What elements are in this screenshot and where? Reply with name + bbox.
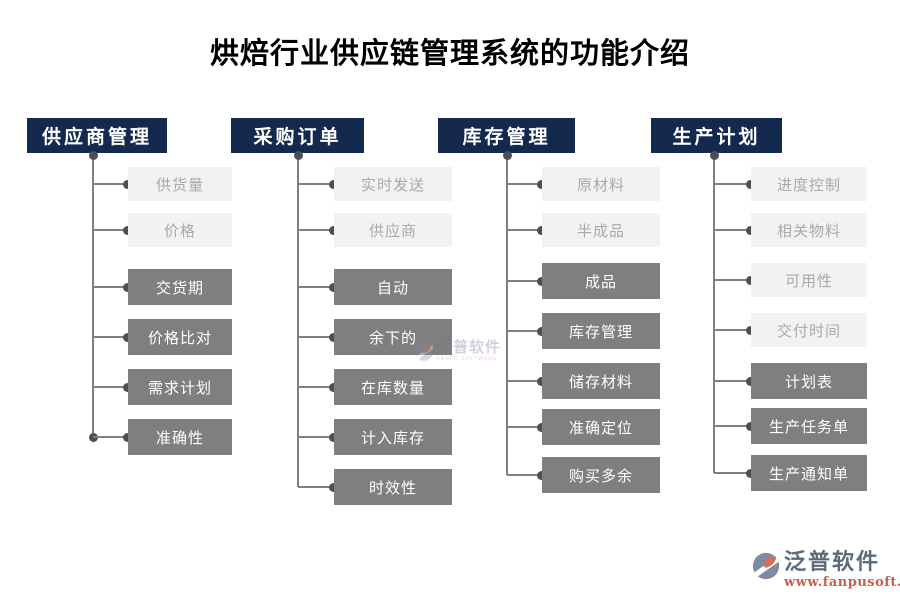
connector-top-dot xyxy=(293,150,303,160)
connector-trunk-line xyxy=(92,153,94,437)
footer-logo: 泛普软件 www.fanpusoft.com xyxy=(751,551,900,589)
connector-branch-line xyxy=(93,336,128,338)
connector-node-dot xyxy=(122,225,132,235)
connector-trunk-line xyxy=(506,153,508,475)
logo-text: 泛普软件 xyxy=(784,549,881,574)
connector-branch-line xyxy=(714,472,751,474)
connector-node-dot xyxy=(745,179,755,189)
node-box: 生产任务单 xyxy=(751,408,867,444)
column-header: 库存管理 xyxy=(438,118,575,153)
node-box: 库存管理 xyxy=(542,313,660,349)
page-title: 烘焙行业供应链管理系统的功能介绍 xyxy=(209,36,690,70)
column-header: 生产计划 xyxy=(651,118,782,153)
fanpu-logo-icon xyxy=(752,552,780,580)
connector-branch-line xyxy=(714,183,751,185)
connector-branch-line xyxy=(93,386,128,388)
connector-branch-line xyxy=(507,380,542,382)
node-box: 交货期 xyxy=(128,269,232,305)
connector-top-dot xyxy=(502,150,512,160)
connector-top-dot xyxy=(88,150,98,160)
connector-node-dot xyxy=(745,421,755,431)
connector-node-dot xyxy=(745,376,755,386)
connector-node-dot xyxy=(328,179,338,189)
connector-trunk-line xyxy=(297,153,299,487)
node-box: 储存材料 xyxy=(542,363,660,399)
connector-node-dot xyxy=(745,275,755,285)
connector-branch-line xyxy=(298,336,334,338)
connector-branch-line xyxy=(298,386,334,388)
connector-branch-line xyxy=(298,286,334,288)
connector-node-dot xyxy=(122,179,132,189)
connector-node-dot xyxy=(328,225,338,235)
logo-url: www.fanpusoft.com xyxy=(784,575,900,590)
watermark-subtext: FANPU SOFTWARE xyxy=(437,356,498,362)
connector-branch-line xyxy=(714,425,751,427)
node-box: 供货量 xyxy=(128,167,232,201)
connector-node-dot xyxy=(745,325,755,335)
connector-branch-line xyxy=(714,380,751,382)
connector-node-dot xyxy=(328,482,338,492)
node-box: 准确定位 xyxy=(542,409,660,445)
connector-branch-line xyxy=(507,280,542,282)
node-box: 进度控制 xyxy=(751,167,867,201)
connector-branch-line xyxy=(93,183,128,185)
connector-node-dot xyxy=(536,276,546,286)
connector-top-dot xyxy=(709,150,719,160)
connector-branch-line xyxy=(714,279,751,281)
connector-trunk-line xyxy=(713,153,715,473)
connector-branch-line xyxy=(507,426,542,428)
connector-node-dot xyxy=(328,282,338,292)
node-box: 成品 xyxy=(542,263,660,299)
connector-node-dot xyxy=(536,179,546,189)
connector-branch-line xyxy=(507,229,542,231)
connector-branch-line xyxy=(298,183,334,185)
connector-branch-line xyxy=(714,229,751,231)
node-box: 半成品 xyxy=(542,213,660,247)
connector-branch-line xyxy=(298,229,334,231)
node-box: 价格比对 xyxy=(128,319,232,355)
connector-branch-line xyxy=(93,229,128,231)
connector-node-dot xyxy=(745,225,755,235)
connector-node-dot xyxy=(536,376,546,386)
node-box: 可用性 xyxy=(751,263,867,297)
node-box: 购买多余 xyxy=(542,457,660,493)
connector-node-dot xyxy=(122,332,132,342)
node-box: 在库数量 xyxy=(334,369,452,405)
node-box: 时效性 xyxy=(334,469,452,505)
node-box: 交付时间 xyxy=(751,313,867,347)
column-header: 采购订单 xyxy=(231,118,364,153)
node-box: 余下的 xyxy=(334,319,452,355)
node-box: 价格 xyxy=(128,213,232,247)
connector-branch-line xyxy=(507,474,542,476)
connector-node-dot xyxy=(328,432,338,442)
node-box: 原材料 xyxy=(542,167,660,201)
connector-node-dot xyxy=(536,326,546,336)
connector-branch-line xyxy=(714,329,751,331)
connector-branch-line xyxy=(507,330,542,332)
connector-branch-line xyxy=(298,486,334,488)
node-box: 自动 xyxy=(334,269,452,305)
connector-node-dot xyxy=(536,470,546,480)
connector-node-dot xyxy=(122,282,132,292)
node-box: 相关物料 xyxy=(751,213,867,247)
connector-node-dot xyxy=(536,225,546,235)
node-box: 供应商 xyxy=(334,213,452,247)
connector-branch-line xyxy=(93,436,128,438)
node-box: 生产通知单 xyxy=(751,455,867,491)
node-box: 实时发送 xyxy=(334,167,452,201)
connector-node-dot xyxy=(122,382,132,392)
node-box: 计入库存 xyxy=(334,419,452,455)
node-box: 计划表 xyxy=(751,363,867,399)
node-box: 准确性 xyxy=(128,419,232,455)
connector-branch-line xyxy=(507,183,542,185)
connector-branch-line xyxy=(93,286,128,288)
node-box: 需求计划 xyxy=(128,369,232,405)
connector-node-dot xyxy=(536,422,546,432)
column-header: 供应商管理 xyxy=(27,118,167,153)
connector-branch-line xyxy=(298,436,334,438)
connector-node-dot xyxy=(122,432,132,442)
connector-node-dot xyxy=(745,468,755,478)
connector-node-dot xyxy=(328,382,338,392)
connector-node-dot xyxy=(328,332,338,342)
